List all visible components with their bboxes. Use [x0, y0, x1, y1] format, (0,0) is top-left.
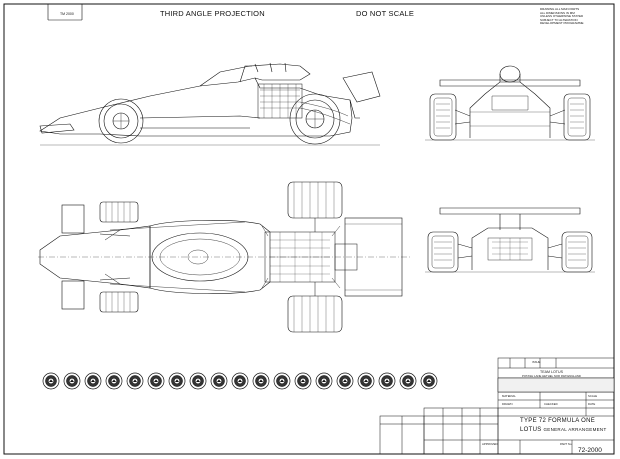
tb-label-issue: ISSUE: [532, 360, 541, 364]
lotus-badge-icon: [126, 372, 144, 390]
sheet-border: [3, 3, 615, 455]
lotus-badge-icon: [147, 372, 165, 390]
tb-label-drawn: DRAWN: [502, 402, 513, 406]
tb-label-scale: SCALE: [588, 394, 598, 398]
company-address: POTASH LANE HETHEL NOR 93W ENGLAND: [522, 374, 581, 378]
rear-elevation-view: [425, 207, 595, 273]
drawing-number: 72-2000: [578, 447, 602, 454]
lotus-badge-icon: [210, 372, 228, 390]
tb-label-approved: APPROVED: [482, 442, 498, 446]
lotus-badge-icon: [63, 372, 81, 390]
drawing-subtitle: GENERAL ARRANGEMENT: [543, 427, 607, 432]
side-elevation-view: [39, 62, 381, 146]
lotus-badge-icon: [168, 372, 186, 390]
drawing-title: TYPE 72 FORMULA ONE: [520, 418, 596, 424]
wheel-badge-row: [42, 372, 438, 390]
lotus-badge-icon: [84, 372, 102, 390]
tb-label-part-no: PART No: [560, 442, 572, 446]
company-name: TEAM LOTUS: [540, 370, 563, 374]
lotus-badge-icon: [399, 372, 417, 390]
drawing-make: LOTUS GENERAL ARRANGEMENT: [520, 427, 607, 433]
lotus-badge-icon: [231, 372, 249, 390]
title-block: [379, 357, 615, 455]
lotus-badge-icon: [294, 372, 312, 390]
lotus-badge-icon: [189, 372, 207, 390]
lotus-badge-icon: [357, 372, 375, 390]
front-elevation-view: [425, 65, 595, 141]
lotus-badge-icon: [420, 372, 438, 390]
projection-note: THIRD ANGLE PROJECTION: [160, 9, 265, 18]
lotus-badge-icon: [252, 372, 270, 390]
tb-label-date: DATE: [588, 402, 596, 406]
scale-note: DO NOT SCALE: [356, 9, 415, 18]
lotus-badge-icon: [315, 372, 333, 390]
lotus-badge-icon: [42, 372, 60, 390]
lotus-badge-icon: [336, 372, 354, 390]
tb-label-checked: CHECKED: [544, 402, 558, 406]
lotus-badge-icon: [378, 372, 396, 390]
lotus-badge-icon: [273, 372, 291, 390]
drawing-make-text: LOTUS: [520, 427, 542, 433]
corner-tag: TM 2000: [60, 12, 74, 16]
plan-view: [38, 181, 412, 333]
corner-note: DRAWING ALL MAIN PARTS ALL DIMENSIONS IN…: [540, 7, 584, 26]
lotus-badge-icon: [105, 372, 123, 390]
tb-label-material: MATERIAL: [502, 394, 516, 398]
